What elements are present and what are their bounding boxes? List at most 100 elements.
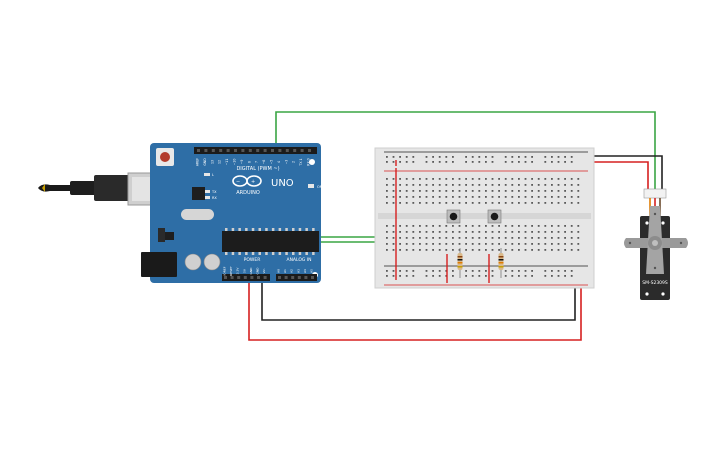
header-pin[interactable]	[278, 149, 282, 152]
header-pin[interactable]	[285, 149, 289, 152]
header-pin[interactable]	[263, 276, 267, 279]
arduino-logo: − +	[232, 175, 262, 187]
analog-header[interactable]	[276, 274, 317, 281]
usb-chip	[192, 187, 205, 200]
pin-label: 8	[247, 161, 251, 163]
header-pin[interactable]	[300, 149, 304, 152]
power-jack[interactable]	[141, 252, 177, 277]
pin-label: A1	[283, 269, 287, 273]
digital-header-label: DIGITAL (PWM ~)	[236, 166, 279, 172]
header-pin[interactable]	[226, 149, 230, 152]
header-pin[interactable]	[278, 276, 281, 279]
ground-bus-wire[interactable]	[261, 280, 576, 321]
header-pin[interactable]	[234, 149, 237, 152]
pin-label: ~5	[270, 160, 274, 165]
push-button-1[interactable]	[446, 209, 461, 224]
power-bus-wire[interactable]	[248, 275, 582, 341]
status-leds: L TX RX ON	[204, 173, 323, 200]
pin-label: ~10	[233, 159, 237, 166]
header-pin[interactable]	[219, 149, 223, 152]
pin-label: A4	[303, 269, 307, 273]
pin-label: TX 1	[299, 158, 303, 166]
svg-text:RX: RX	[212, 196, 217, 200]
usb-cable	[38, 172, 175, 206]
micro-servo[interactable]: SM-S2309S	[624, 188, 688, 300]
pin-label: 13	[210, 160, 214, 164]
pin-label: Vin	[262, 269, 266, 274]
pin-label: 2	[292, 161, 296, 163]
logo-minus: −	[236, 179, 240, 185]
servo-signal-wire[interactable]	[275, 111, 656, 190]
header-pin[interactable]	[230, 276, 234, 279]
header-pin[interactable]	[197, 149, 200, 152]
servo-horn[interactable]	[624, 206, 688, 274]
logo-plus: +	[251, 179, 255, 185]
chip	[165, 232, 174, 240]
pin-label: 3.3V	[236, 267, 240, 275]
resistor-2[interactable]	[498, 248, 504, 278]
header-pin[interactable]	[311, 276, 314, 279]
crystal-oscillator	[181, 209, 214, 220]
digital-header[interactable]	[194, 147, 317, 154]
header-pin[interactable]	[250, 276, 254, 279]
header-pin[interactable]	[204, 149, 208, 152]
atmega-chip	[222, 231, 319, 252]
pin-label: GND	[256, 267, 260, 275]
pin-label: A2	[290, 269, 294, 273]
pin-label: ~6	[262, 160, 266, 165]
header-pin[interactable]	[257, 276, 260, 279]
power-header-label: POWER	[244, 257, 261, 263]
analog-header-label: ANALOG IN	[286, 257, 311, 263]
pin-label: ~9	[240, 160, 244, 165]
pin-label: GND	[249, 267, 253, 275]
pin-label: GND	[203, 158, 207, 166]
servo-ground-wire[interactable]	[580, 155, 663, 190]
header-pin[interactable]	[297, 276, 301, 279]
push-button-2[interactable]	[487, 209, 502, 224]
header-pin[interactable]	[248, 149, 252, 152]
servo-power-wire[interactable]	[580, 161, 649, 190]
pin-label: ~3	[284, 160, 288, 165]
pin-label: A0	[277, 269, 281, 273]
header-pin[interactable]	[284, 276, 288, 279]
mounting-hole	[309, 159, 315, 165]
svg-text:L: L	[212, 173, 214, 177]
pin-label: RX 0	[307, 158, 311, 165]
capacitor	[203, 253, 221, 271]
header-pin[interactable]	[211, 149, 215, 152]
header-pin[interactable]	[237, 276, 241, 279]
pin-label: ~11	[225, 159, 229, 166]
pin-label: 12	[218, 160, 222, 164]
header-pin[interactable]	[308, 149, 311, 152]
pin-label: 7	[255, 161, 259, 163]
pin-label: IOREF	[223, 266, 227, 275]
breadboard[interactable]	[374, 147, 595, 289]
header-pin[interactable]	[263, 149, 267, 152]
pin-label: 5V	[242, 268, 246, 273]
header-pin[interactable]	[243, 276, 247, 279]
header-pin[interactable]	[256, 149, 260, 152]
svg-text:TX: TX	[211, 190, 217, 194]
header-pin[interactable]	[291, 276, 295, 279]
pin-label: A5	[310, 269, 314, 273]
pin-label: RESET	[229, 266, 233, 276]
pin-label: AREF	[196, 158, 200, 166]
header-pin[interactable]	[224, 276, 227, 279]
pin-label: 4	[277, 161, 281, 163]
capacitor	[184, 253, 202, 271]
resistor-1[interactable]	[457, 248, 463, 278]
header-pin[interactable]	[293, 149, 297, 152]
arduino-brand-label: ARDUINO	[236, 190, 260, 196]
voltage-regulator	[158, 228, 165, 242]
header-pin[interactable]	[271, 149, 274, 152]
reset-button[interactable]	[156, 148, 174, 166]
servo-model-label: SM-S2309S	[642, 280, 668, 286]
servo-connector[interactable]	[643, 188, 667, 199]
arduino-model-label: UNO	[271, 178, 294, 189]
header-pin[interactable]	[304, 276, 308, 279]
breadboard-center-channel	[378, 213, 591, 219]
header-pin[interactable]	[241, 149, 245, 152]
svg-text:ON: ON	[317, 185, 323, 189]
